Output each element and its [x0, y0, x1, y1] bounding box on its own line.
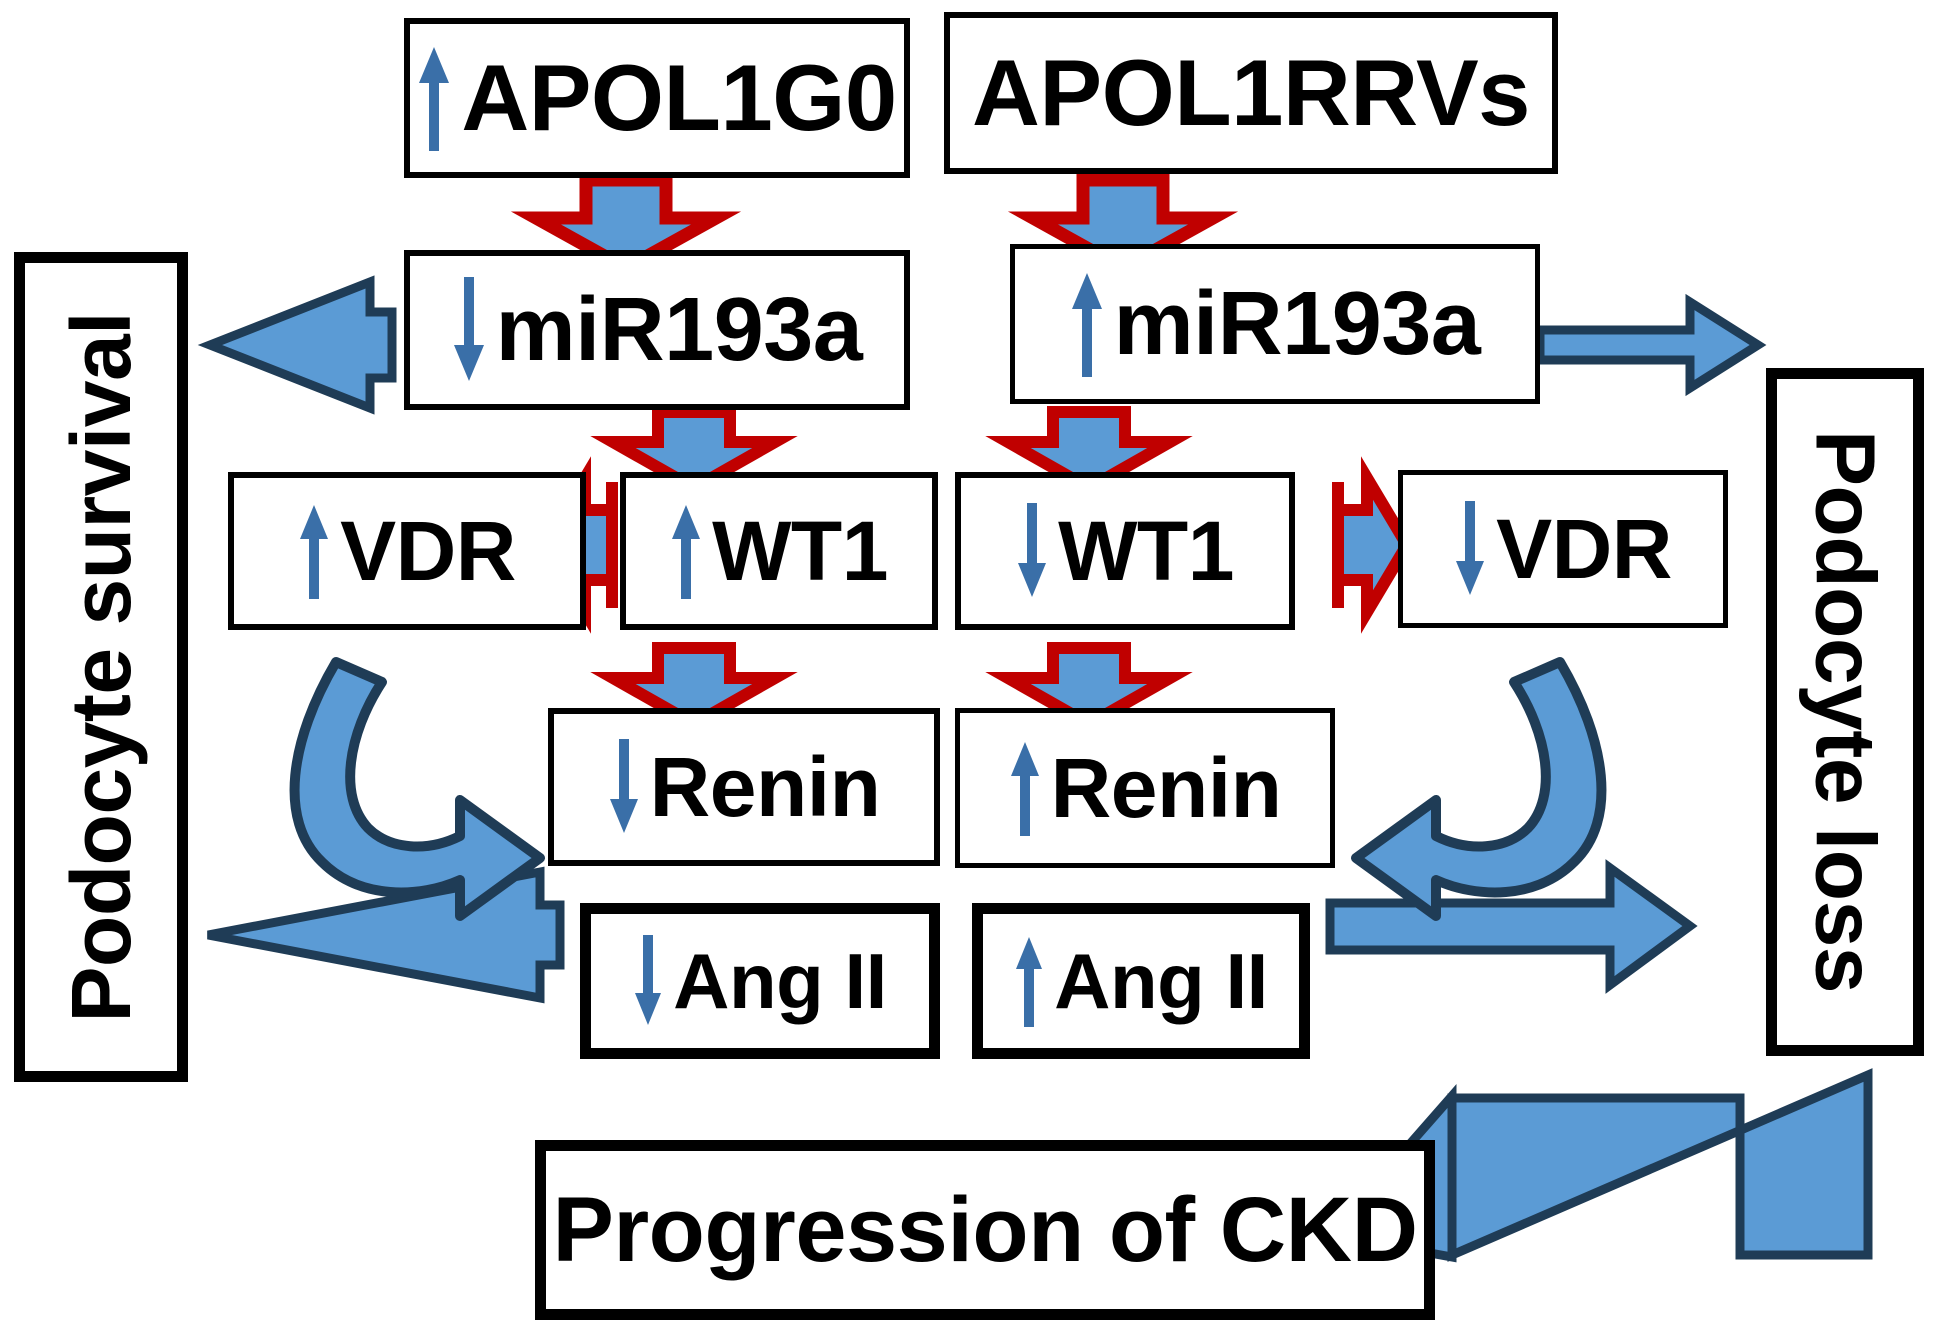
node-apol1rrvs[interactable]: APOL1RRVs [944, 12, 1558, 174]
node-ang-ii-left[interactable]: Ang II [580, 903, 940, 1059]
node-ang-ii-right[interactable]: Ang II [972, 903, 1310, 1059]
down-arrow-icon [1456, 501, 1485, 595]
up-arrow-icon [300, 505, 329, 599]
down-arrow-icon [1018, 503, 1047, 597]
node-wt1-right[interactable]: WT1 [955, 472, 1295, 630]
node-label: Progression of CKD [552, 1178, 1418, 1281]
node-podocyte-survival[interactable]: Podocyte survival [14, 252, 188, 1082]
node-label: Podocyte loss [1798, 430, 1893, 994]
up-arrow-icon [1010, 742, 1039, 836]
node-renin-right[interactable]: Renin [955, 708, 1335, 868]
node-label: VDR [340, 503, 516, 598]
node-label: miR193a [495, 279, 863, 380]
node-label: Podocyte survival [53, 311, 148, 1023]
node-label: Renin [649, 739, 881, 834]
node-label: VDR [1496, 501, 1672, 596]
node-label: WT1 [712, 503, 888, 598]
up-arrow-icon [1071, 273, 1102, 377]
node-vdr-right[interactable]: VDR [1398, 470, 1728, 628]
node-label: Ang II [673, 936, 887, 1025]
up-arrow-icon [672, 505, 701, 599]
arrow-ang-ii-right-to-podocyte-loss [1325, 859, 1698, 994]
node-apol1g0[interactable]: APOL1G0 [404, 18, 910, 178]
arrow-vdr-right-to-renin-right [1351, 657, 1607, 921]
node-label: WT1 [1058, 503, 1234, 598]
arrow-mir193a-right-to-podocyte-loss [1535, 293, 1767, 397]
node-wt1-left[interactable]: WT1 [620, 472, 938, 630]
node-label: APOL1RRVs [972, 40, 1530, 145]
arrow-vdr-left-to-renin-left [289, 657, 545, 921]
arrow-wt1-right-to-vdr-right [1332, 456, 1414, 634]
up-arrow-icon [1016, 937, 1043, 1027]
arrow-mir193a-left-to-podocyte-survival [197, 275, 397, 415]
node-label: Ang II [1054, 936, 1268, 1025]
arrow-ang-ii-left-to-podocyte-survival [207, 866, 565, 1004]
node-podocyte-loss[interactable]: Podocyte loss [1766, 368, 1924, 1056]
node-mir193a-left[interactable]: miR193a [404, 250, 910, 410]
node-renin-left[interactable]: Renin [548, 708, 940, 866]
node-label: miR193a [1113, 273, 1481, 374]
down-arrow-icon [453, 277, 484, 381]
node-label: APOL1G0 [461, 45, 897, 150]
node-vdr-left[interactable]: VDR [228, 472, 586, 630]
node-progression-of-ckd[interactable]: Progression of CKD [535, 1140, 1435, 1320]
down-arrow-icon [635, 935, 662, 1025]
node-label: Renin [1050, 740, 1282, 835]
up-arrow-icon [419, 47, 450, 151]
down-arrow-icon [609, 739, 638, 833]
node-mir193a-right[interactable]: miR193a [1010, 244, 1540, 404]
